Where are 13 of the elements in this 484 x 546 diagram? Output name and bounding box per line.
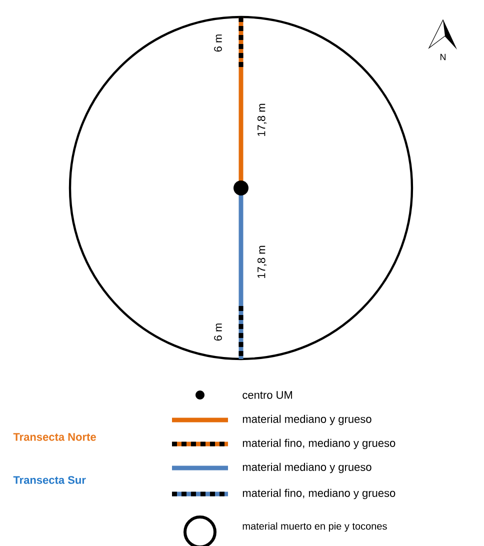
dimension-label: 17,8 m bbox=[257, 104, 267, 136]
group-label: Transecta Norte bbox=[13, 433, 96, 441]
dimension-label: 17,8 m bbox=[257, 246, 267, 278]
legend-text: material muerto en pie y tocones bbox=[242, 522, 387, 532]
dimension-label: 6 m bbox=[214, 34, 222, 52]
legend-text: material fino, mediano y grueso bbox=[242, 438, 396, 450]
legend-text: material mediano y grueso bbox=[242, 462, 372, 474]
legend-text: material fino, mediano y grueso bbox=[242, 488, 396, 500]
group-label: Transecta Sur bbox=[13, 476, 86, 484]
legend-text: centro UM bbox=[242, 391, 292, 399]
legend-text: material mediano y grueso bbox=[242, 414, 372, 426]
dimension-label: 6 m bbox=[214, 324, 222, 341]
north-label: N bbox=[440, 54, 446, 60]
